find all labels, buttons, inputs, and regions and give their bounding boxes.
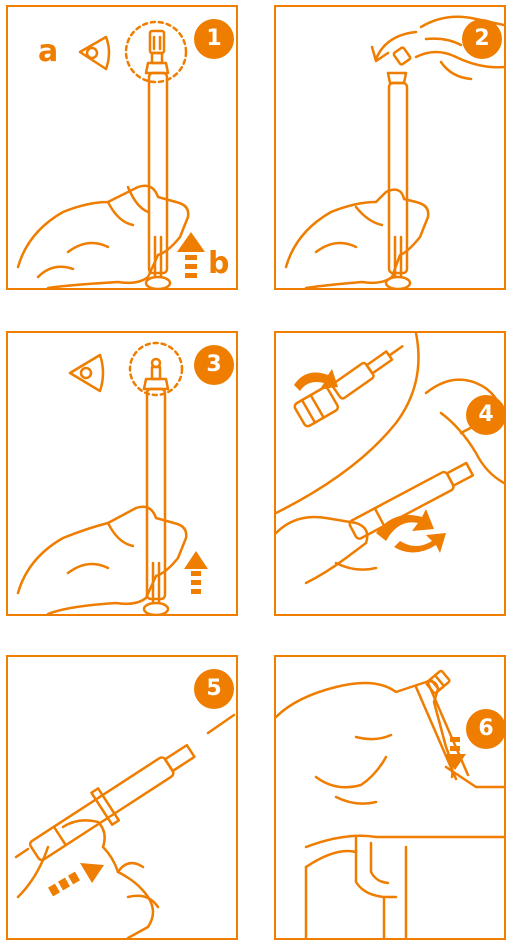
label-b: b <box>208 249 229 279</box>
step-number-badge: 6 <box>466 709 506 749</box>
step-number-badge: 5 <box>194 669 234 709</box>
rotate-arrow-icon <box>294 369 338 391</box>
syringe <box>24 735 201 868</box>
hand <box>276 681 452 777</box>
container-handle <box>356 837 396 897</box>
label-a: a <box>38 37 58 67</box>
step-5-panel: 5 <box>6 655 238 940</box>
up-arrow-icon <box>184 551 208 594</box>
syringe-cap <box>150 31 164 53</box>
eye-icon <box>80 37 109 69</box>
step-number-badge: 3 <box>194 345 234 385</box>
up-arrow-icon <box>177 232 205 278</box>
needle <box>208 715 234 733</box>
syringe-barrel <box>147 389 165 599</box>
step-1-panel: a b 1 <box>6 5 238 290</box>
step-4-panel: 4 <box>274 331 506 616</box>
hub-part <box>293 386 339 428</box>
push-arrow-icon <box>48 863 104 896</box>
zoom-bubble-edge <box>276 333 419 513</box>
step-6-illustration <box>276 657 504 938</box>
eye-icon <box>70 355 103 391</box>
hand-left <box>276 517 367 583</box>
step-4-illustration <box>276 333 504 614</box>
step-number-badge: 2 <box>462 19 502 59</box>
syringe-barrel <box>149 73 167 273</box>
magnify-circle <box>130 343 182 395</box>
step-number-badge: 4 <box>466 395 506 435</box>
container-rim <box>306 836 504 847</box>
step-3-panel: 3 <box>6 331 238 616</box>
removed-cap <box>393 47 411 65</box>
step-2-panel: 2 <box>274 5 506 290</box>
syringe-assembly <box>348 460 474 540</box>
needle-unit <box>332 339 408 400</box>
step-number-badge: 1 <box>194 19 234 59</box>
rotate-arrow-icon <box>376 509 446 553</box>
syringe-barrel <box>389 83 407 273</box>
step-6-panel: 6 <box>274 655 506 940</box>
